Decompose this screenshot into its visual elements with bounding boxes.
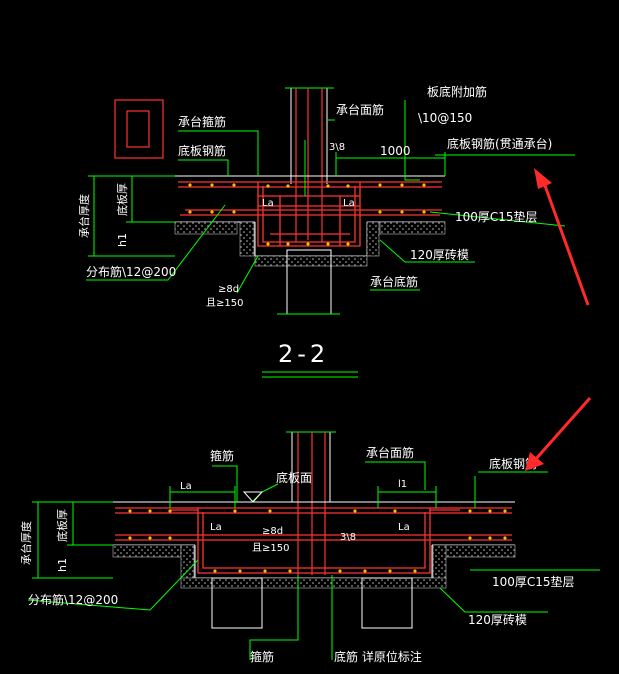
label-slab-bottom-rebar: 底板钢筋 [178,143,226,158]
arrow-bottom [525,397,592,471]
bottom-rebar-dots [128,509,507,573]
label-stirrup-spec: 3\8 [340,532,356,543]
label-la-right: La [398,522,410,533]
label-dim-1000: 1000 [380,144,411,158]
label-slab-thickness: 底板厚 [55,509,69,542]
bottom-cushion [112,544,516,589]
label-anchor-150: 且≥150 [252,542,289,554]
label-dist-rebar: 分布筋\12@200 [28,592,118,607]
label-la-right: La [343,198,355,209]
top-section: 承台箍筋 底板钢筋 承台面筋 板底附加筋 \10@150 3\8 1000 底板… [77,84,590,378]
label-anchor-8d: ≥8d [262,526,283,537]
label-cap-top-rebar: 承台面筋 [366,445,414,460]
label-slab-thickness: 底板厚 [115,183,129,216]
bottom-section: 箍筋 底板面 承台面筋 底板钢筋 La l1 La La ≥8d 且≥150 3… [19,397,600,664]
top-rebar-dots [188,183,426,246]
section-title: 2-2 [278,340,329,368]
label-l1: l1 [398,479,407,490]
label-cap-thickness: 承台厚度 [19,521,33,565]
top-slab [175,175,445,257]
label-slab-add-rebar-spec: \10@150 [418,111,472,125]
label-cap-stirrup: 承台箍筋 [178,114,226,129]
label-slab-face: 底板面 [276,470,312,485]
label-dist-rebar: 分布筋\12@200 [86,264,176,279]
label-la-left: La [262,198,274,209]
label-slab-add-rebar: 板底附加筋 [427,84,487,99]
label-cap-thickness: 承台厚度 [77,194,91,238]
label-anchor-8d: ≥8d [218,284,239,295]
top-rebars [178,181,442,247]
label-la-left: La [210,522,222,533]
label-la-top: La [180,481,192,492]
label-slab-rebar: 底板钢筋 [489,456,537,471]
label-h1: h1 [56,558,69,572]
label-brick-mold: 120厚砖模 [468,612,527,627]
label-bottom-rebar: 底筋 详原位标注 [334,649,422,664]
label-stirrup-spec: 3\8 [329,142,345,153]
arrow-top [534,168,590,306]
top-column [285,87,334,184]
label-cushion: 100厚C15垫层 [492,574,575,589]
bottom-rebars [115,507,512,574]
label-h1: h1 [116,233,129,247]
column-icon [114,99,164,159]
top-cushion [174,221,446,267]
label-cap-top-rebar: 承台面筋 [336,102,384,117]
slab-face-marker [242,491,264,503]
label-cap-bottom-rebar: 承台底筋 [370,274,418,289]
label-stirrup-bottom: 箍筋 [250,649,274,664]
label-stirrup: 箍筋 [210,448,234,463]
bottom-dimensions [27,461,600,660]
top-dimensions [86,100,575,294]
bottom-column [286,431,336,502]
label-brick-mold: 120厚砖模 [410,247,469,262]
label-cushion: 100厚C15垫层 [455,209,538,224]
label-anchor-150: 且≥150 [206,297,243,309]
label-slab-through-rebar: 底板钢筋(贯通承台) [447,136,552,151]
